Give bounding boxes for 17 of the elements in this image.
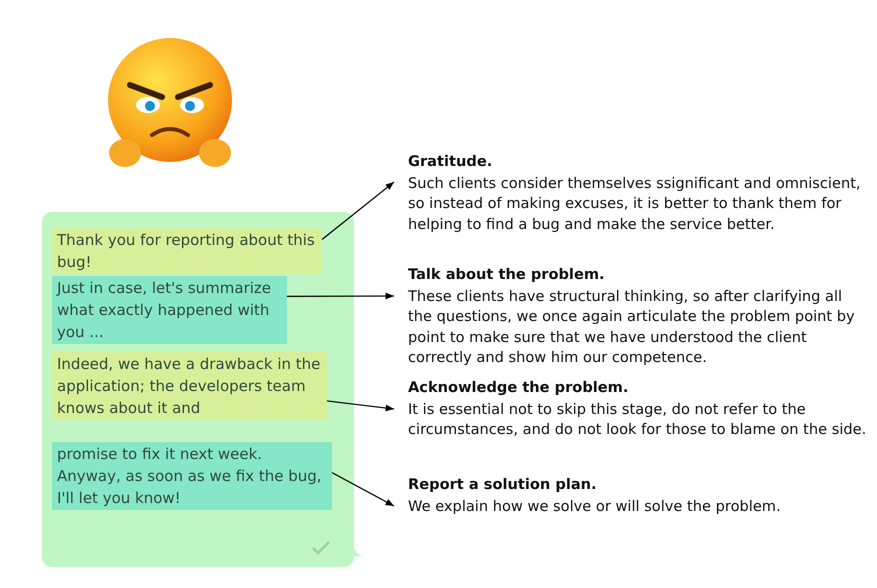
callout-description: Such clients consider themselves ssignificant and omniscient, so instead of making excuses, it is better to thank them for helping to find a bug and make the service better. (408, 174, 862, 234)
callout-description: It is essential not to skip this stage, do not refer to the circumstances, and do not look for those to blame on the side. (408, 400, 868, 440)
message-text: Indeed, we have a drawback in the application; the developers team knows about it and (52, 352, 327, 420)
callout-heading: Talk about the problem. (408, 265, 606, 285)
callout-description: These clients have structural thinking, so after clarifying all the questions, we once again articulate the problem point by point to make sure that we have understood the client correctly and show him our competence. (408, 286, 856, 368)
message-text: Thank you for reporting about this bug! (52, 228, 322, 274)
arrow (322, 182, 394, 240)
callout-description: We explain how we solve or will solve the problem. (408, 496, 782, 516)
arrow (287, 292, 394, 300)
message-text: promise to fix it next week. Anyway, as soon as we fix the bug, I'll let you know! (52, 442, 332, 510)
arrow (332, 472, 394, 507)
callout-heading: Acknowledge the problem. (408, 378, 630, 398)
message-text: Just in case, let's summarize what exactly happened with you ... (52, 276, 287, 344)
arrow (326, 400, 394, 412)
chat-bubble (42, 212, 354, 567)
callout-heading: Gratitude. (408, 152, 494, 172)
callout-heading: Report a solution plan. (408, 475, 598, 495)
